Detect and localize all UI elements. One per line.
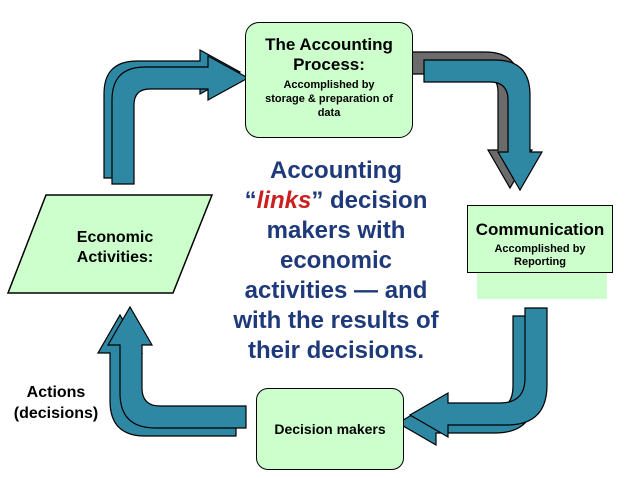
open-quote: “ [244, 187, 257, 214]
communication-desc-line2: Reporting [514, 256, 566, 268]
communication-desc-line1: Accomplished by [494, 243, 586, 255]
center-line5-start: activities [244, 277, 348, 304]
arrow-process-to-communication [411, 51, 544, 192]
actions-line1: Actions [26, 384, 86, 401]
decision-makers-title: Decision makers [274, 421, 386, 437]
center-line6: with the results of [233, 307, 439, 334]
center-line1: Accounting [270, 157, 402, 184]
actions-line2: (decisions) [13, 405, 99, 422]
process-desc-line3: data [317, 107, 341, 119]
center-line4: economic [279, 247, 393, 274]
economic-activities-shape [6, 194, 214, 294]
economic-line2: Activities: [76, 249, 154, 266]
process-desc-line2: storage & preparation of [265, 93, 393, 105]
process-title-line1: The Accounting [265, 35, 393, 54]
actions-label: Actions (decisions) [4, 382, 108, 424]
arrow-decision-to-economic [96, 305, 247, 437]
economic-line1: Economic [76, 229, 154, 246]
process-title-line2: Process: [293, 55, 365, 74]
arrow-economic-to-process [103, 48, 250, 185]
links-highlight: links [256, 187, 312, 214]
communication-title: Communication [475, 220, 605, 239]
decision-makers-box: Decision makers [256, 388, 404, 470]
center-line5: activities — and [224, 276, 448, 306]
center-line2: “links” decision [224, 186, 448, 216]
center-line3: makers with [266, 217, 406, 244]
center-statement: Accounting “links” decision makers with … [224, 156, 448, 366]
center-line7: their decisions. [247, 337, 425, 364]
accounting-process-box: The Accounting Process: Accomplished by … [245, 22, 413, 138]
em-dash: — [347, 277, 385, 304]
communication-box: Communication Accomplished by Reporting [467, 205, 613, 273]
process-desc-line1: Accomplished by [283, 79, 375, 91]
center-line2-rest: ” decision [311, 187, 428, 214]
center-line5-end: and [384, 277, 428, 304]
economic-activities-label: Economic Activities: [60, 228, 170, 268]
